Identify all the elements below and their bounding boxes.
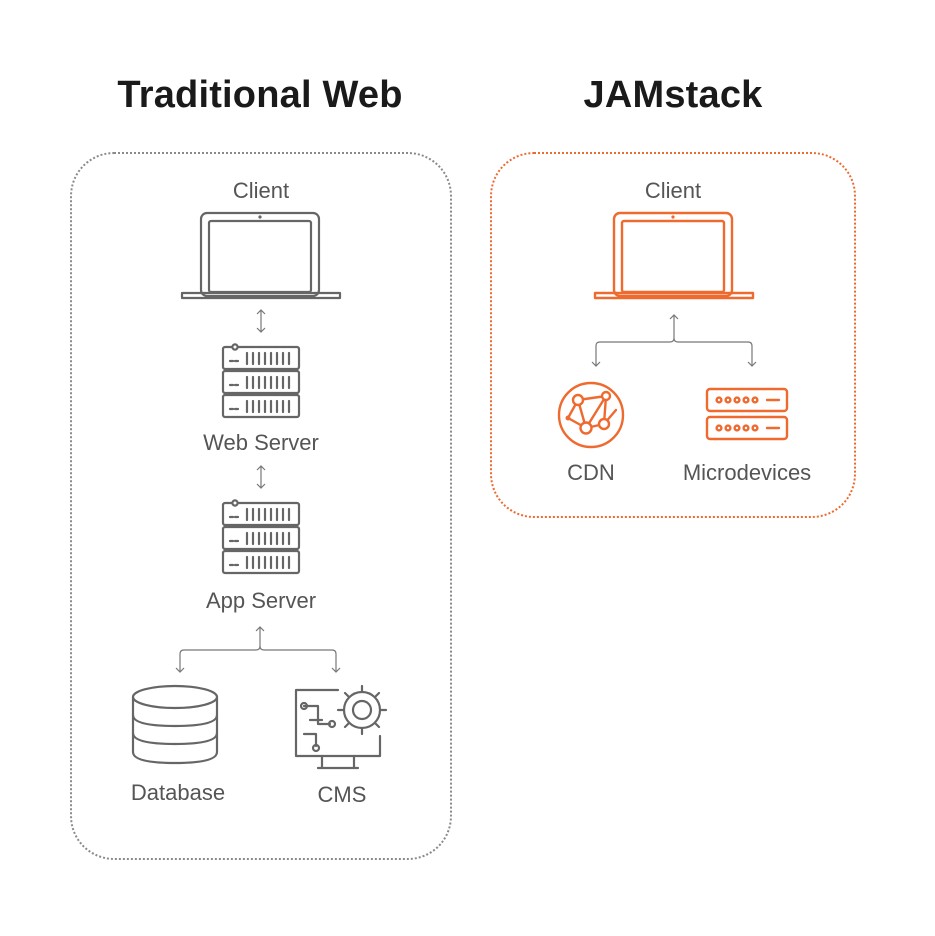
jamstack-panel	[490, 152, 856, 518]
laptop-icon	[180, 211, 342, 300]
laptop-icon	[593, 211, 755, 300]
bidirectional-arrow-icon	[256, 465, 266, 489]
traditional-client-label: Client	[232, 178, 290, 203]
database-label: Database	[130, 780, 226, 805]
cdn-globe-icon	[557, 381, 625, 449]
bidirectional-arrow-icon	[256, 309, 266, 333]
microdevices-label: Microdevices	[682, 460, 812, 485]
cdn-label: CDN	[567, 460, 615, 485]
jamstack-title: JAMstack	[583, 74, 763, 116]
traditional-web-title: Traditional Web	[117, 74, 403, 116]
cms-label: CMS	[317, 782, 367, 807]
app-server-label: App Server	[205, 588, 317, 613]
web-server-icon	[221, 343, 301, 419]
database-icon	[131, 684, 219, 765]
app-server-icon	[221, 499, 301, 575]
traditional-web-panel	[70, 152, 452, 860]
jamstack-client-label: Client	[644, 178, 702, 203]
branch-connector-icon	[175, 626, 341, 673]
web-server-label: Web Server	[203, 430, 319, 455]
microdevices-icon	[705, 387, 789, 441]
cms-icon	[294, 684, 388, 770]
branch-connector-icon	[591, 314, 757, 367]
